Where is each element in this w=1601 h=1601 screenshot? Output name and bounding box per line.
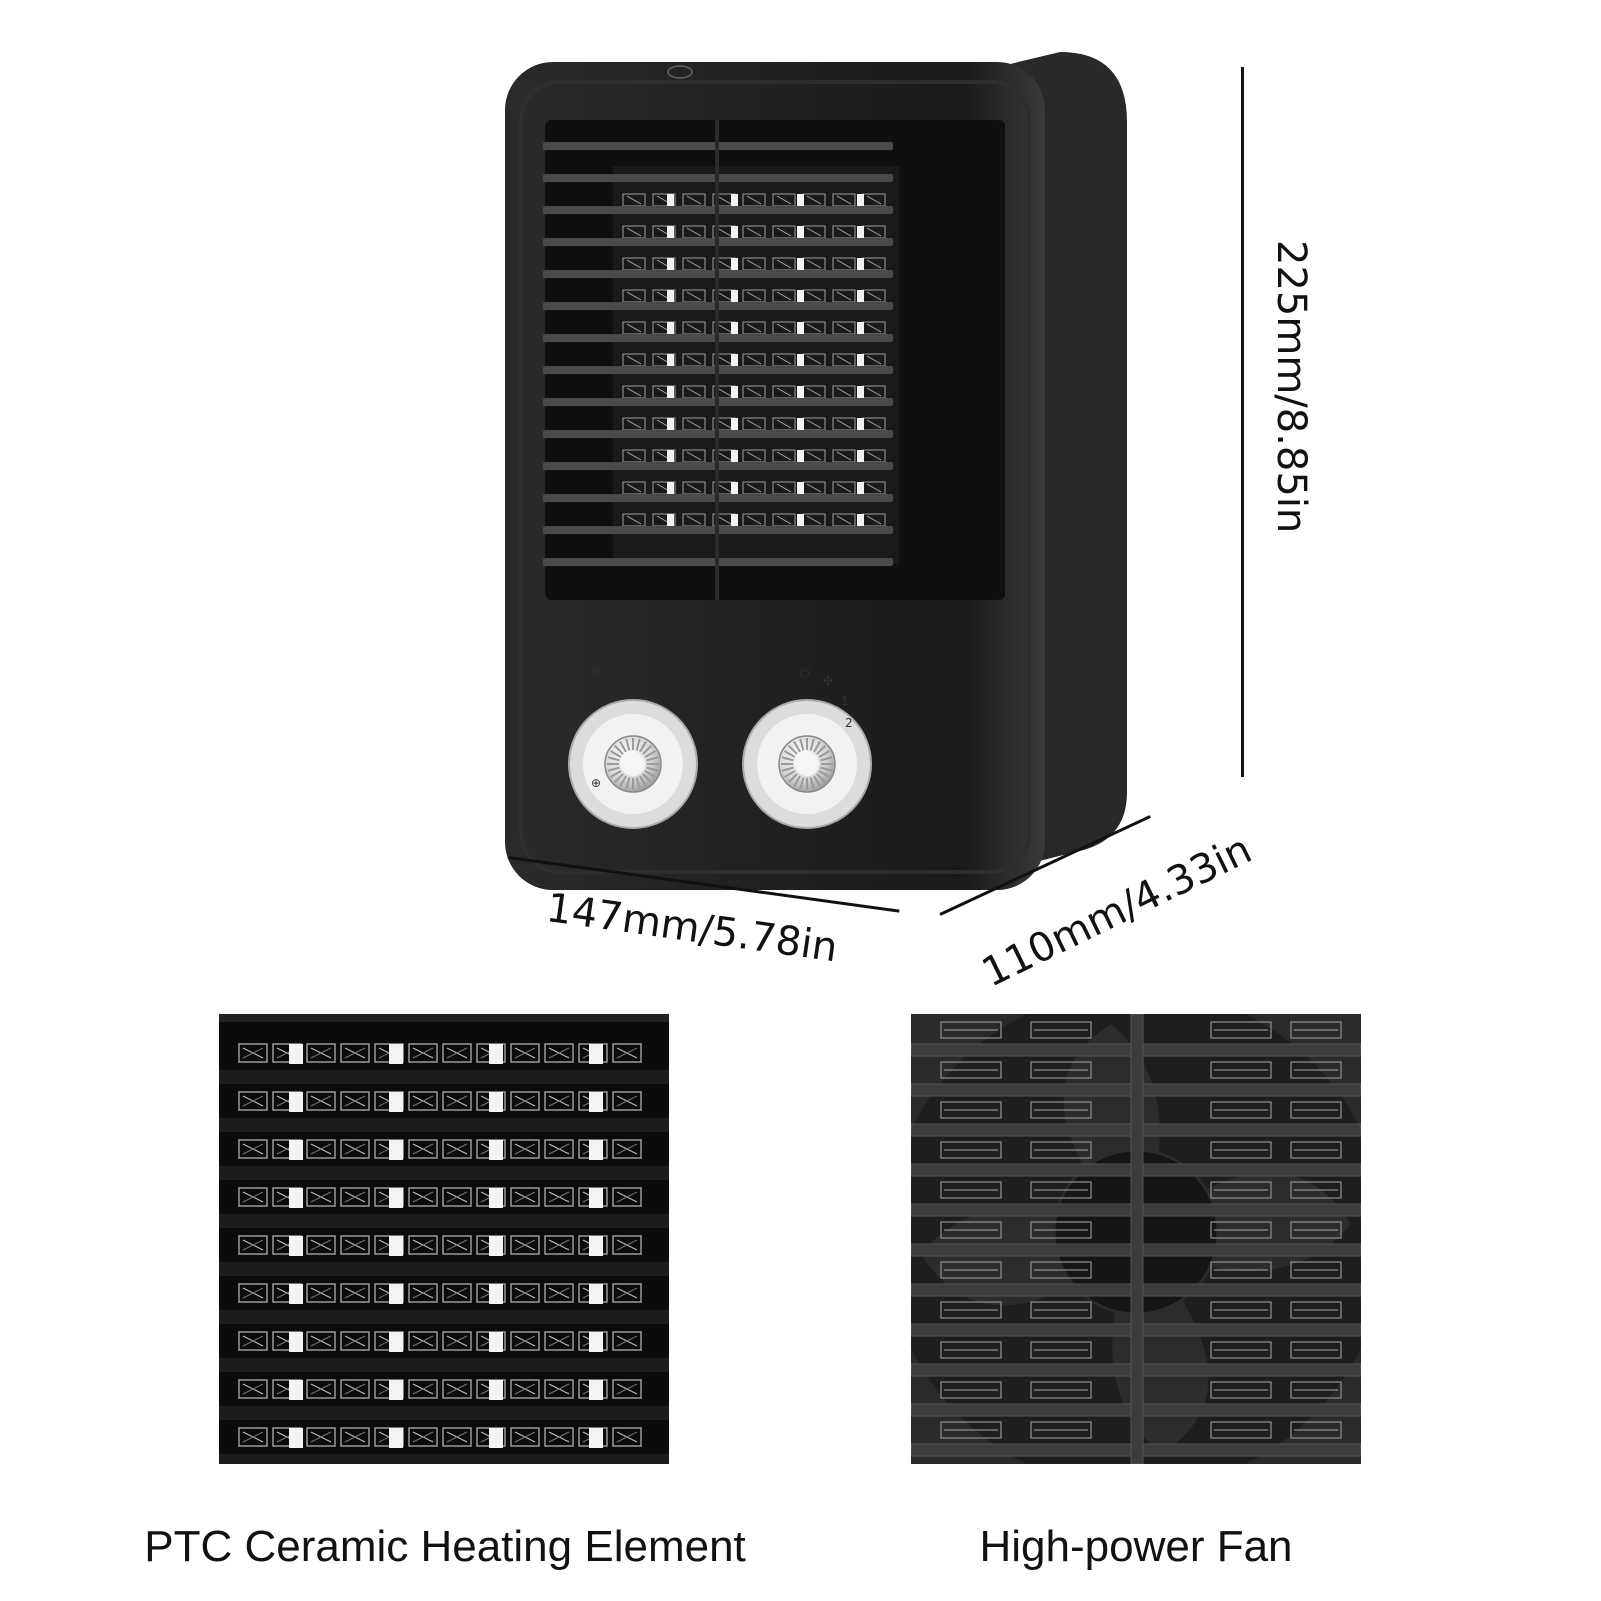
knob-left xyxy=(568,699,698,829)
heater-product-image: ⊖ ⊕ ⏻ ✣ 1 2 xyxy=(505,52,1127,890)
height-dimension-label: 225mm/8.85in xyxy=(1268,240,1314,534)
knob-left-minus-icon: ⊖ xyxy=(591,664,602,678)
fan-caption: High-power Fan xyxy=(979,1522,1293,1571)
power-icon: ⏻ xyxy=(800,666,810,680)
knob-left-plus-icon: ⊕ xyxy=(591,776,602,790)
fan-photo xyxy=(911,1014,1361,1464)
fan-icon: ✣ xyxy=(823,674,834,688)
setting-1-label: 1 xyxy=(841,694,849,708)
height-dimension-line xyxy=(1241,67,1244,777)
knob-right xyxy=(742,699,872,829)
setting-2-label: 2 xyxy=(845,716,853,730)
brand-logo xyxy=(667,65,693,79)
heating-element-caption: PTC Ceramic Heating Element xyxy=(144,1522,746,1571)
heater-illustration xyxy=(505,52,1127,890)
heating-element-photo xyxy=(219,1014,669,1464)
